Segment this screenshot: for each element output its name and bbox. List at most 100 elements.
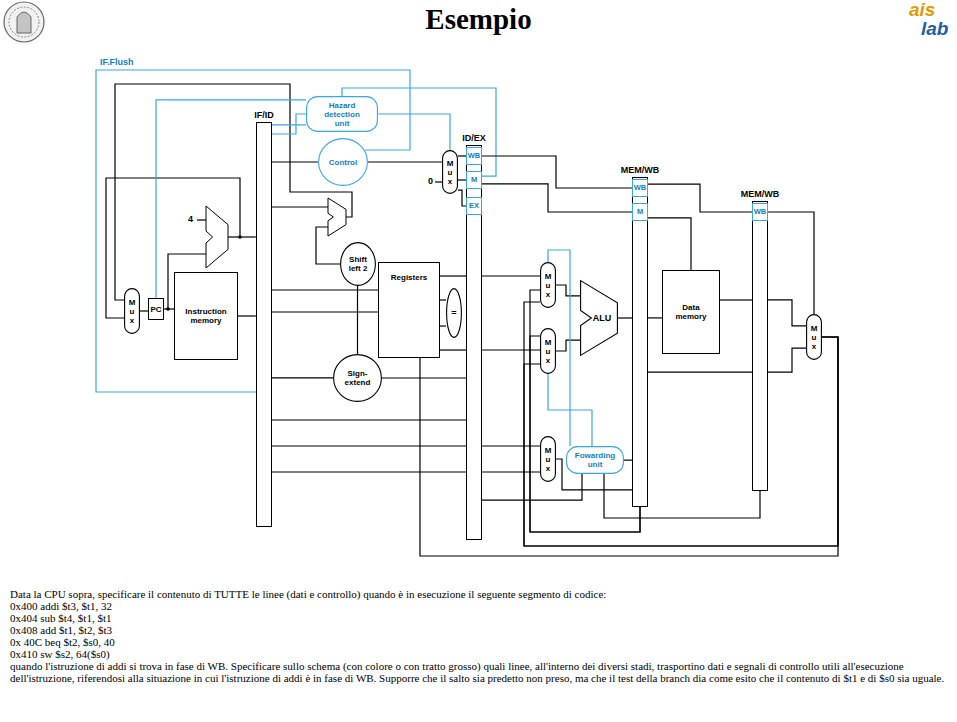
adder-symbol	[206, 198, 346, 268]
logo-text: ais	[909, 0, 935, 20]
control-field: WB	[466, 147, 482, 165]
label-anchor: 0	[428, 176, 433, 187]
mux-outline	[125, 289, 140, 334]
forwarding-unit: Fowarding unit	[566, 446, 624, 474]
unit-label: M u x	[544, 272, 553, 299]
mux-outline	[541, 263, 556, 308]
university-seal	[4, 2, 44, 42]
alu-outline	[581, 281, 618, 356]
data-wire	[604, 474, 760, 518]
data-wire	[420, 337, 838, 556]
data-wire	[238, 315, 256, 316]
control-field-name: WB	[634, 184, 647, 192]
adder-symbol	[328, 198, 346, 236]
label-anchor: 4	[188, 214, 193, 225]
constant-value: 0	[428, 176, 433, 187]
program-counter: PC	[148, 298, 164, 320]
sign-extend-unit: Sign-extend	[333, 354, 382, 402]
control-field: M	[632, 203, 648, 221]
multiplexer: M u x	[540, 328, 556, 374]
data-wire	[357, 286, 358, 354]
mux-outline	[541, 437, 556, 482]
control-field-name: M	[471, 176, 477, 184]
pipeline-register: MEM/WBWBM	[632, 177, 648, 507]
label-anchor: IF.Flush	[100, 57, 134, 68]
title-area: Esempio	[0, 2, 957, 36]
data-wire	[272, 377, 333, 378]
seal-ring	[4, 2, 44, 42]
unit-label: Sign-extend	[340, 369, 376, 387]
data-wire	[272, 161, 318, 162]
multiplexer: M u x	[540, 436, 556, 482]
data-wire	[482, 184, 632, 212]
exercise-text: 0x400 addi $t3, $t1, 32	[10, 600, 947, 612]
data-wire	[648, 218, 691, 270]
junction-dot	[238, 235, 242, 239]
unit-label: =	[451, 308, 456, 319]
data-wire	[768, 300, 806, 326]
unit-label: M u x	[810, 324, 819, 351]
register-name: ID/EX	[462, 133, 486, 144]
wire	[316, 227, 340, 264]
constant-value: 4	[188, 214, 193, 225]
mux-outline	[807, 315, 822, 360]
data-wire	[556, 340, 580, 351]
data-wire	[140, 310, 148, 311]
pipeline-register: ID/EXWBMEX	[466, 145, 482, 540]
exercise-text: 0x 40C beq $t2, $s0, 40	[10, 636, 947, 648]
data-wire	[458, 155, 466, 156]
data-wire	[648, 317, 662, 318]
data-wire	[440, 349, 466, 350]
exercise-text: 0x404 sub $t4, $t1, $t1	[10, 612, 947, 624]
pipeline-register: IF/ID	[256, 122, 272, 527]
data-wire	[618, 317, 632, 318]
register-name: MEM/WB	[741, 189, 780, 200]
control-wire	[156, 100, 306, 298]
seal-figure	[17, 12, 31, 33]
unit-label: M u x	[544, 338, 553, 365]
control-wire	[378, 114, 450, 150]
hazard-detection-unit: Hazard detection unit	[306, 96, 378, 132]
exercise-text: Data la CPU sopra, specificare il conten…	[10, 588, 947, 600]
wire	[272, 206, 328, 207]
control-wire	[548, 374, 592, 446]
exercise-text: 0x408 add $t1, $t2, $t3	[10, 624, 947, 636]
unit-label: M u x	[544, 446, 553, 473]
data-wire	[482, 445, 540, 446]
control-field-name: WB	[754, 208, 767, 216]
unit-label: Data memory	[671, 303, 711, 321]
ellipse-outline	[341, 243, 376, 286]
unit-label: PC	[150, 305, 161, 314]
comparator: =	[446, 288, 462, 338]
exercise-text: 0x410 sw $s2, 64($s0)	[10, 648, 947, 660]
wire	[197, 219, 206, 220]
data-wire	[556, 285, 580, 296]
control-field: EX	[466, 197, 482, 215]
control-wire	[96, 70, 410, 392]
data-wire	[482, 349, 540, 350]
rounded-outline	[567, 447, 624, 474]
label-anchor: lab	[921, 19, 948, 39]
seal-ring	[9, 7, 39, 37]
mux-outline	[541, 329, 556, 374]
data-wire	[272, 289, 378, 290]
control-field: WB	[752, 203, 768, 221]
mux-outline	[443, 151, 458, 194]
ellipse-outline	[334, 355, 382, 402]
unit-label: Hazard detection unit	[317, 101, 367, 128]
data-wire	[482, 474, 582, 500]
unit-label: Registers	[391, 273, 427, 282]
data-wire	[768, 212, 814, 314]
instruction-memory: Instruction memory	[174, 272, 238, 360]
multiplexer: M u x	[124, 288, 140, 334]
ellipse-outline	[447, 289, 462, 338]
pipeline-register: MEM/WBWB	[752, 201, 768, 491]
control-wire	[272, 124, 306, 125]
multiplexer: M u x	[806, 314, 822, 360]
data-wire	[382, 377, 466, 378]
label-anchor: ais	[909, 0, 935, 20]
unit-label: M u x	[446, 159, 455, 186]
signal-name: IF.Flush	[100, 57, 134, 68]
data-wire	[164, 308, 174, 309]
control-field-name: M	[637, 208, 643, 216]
